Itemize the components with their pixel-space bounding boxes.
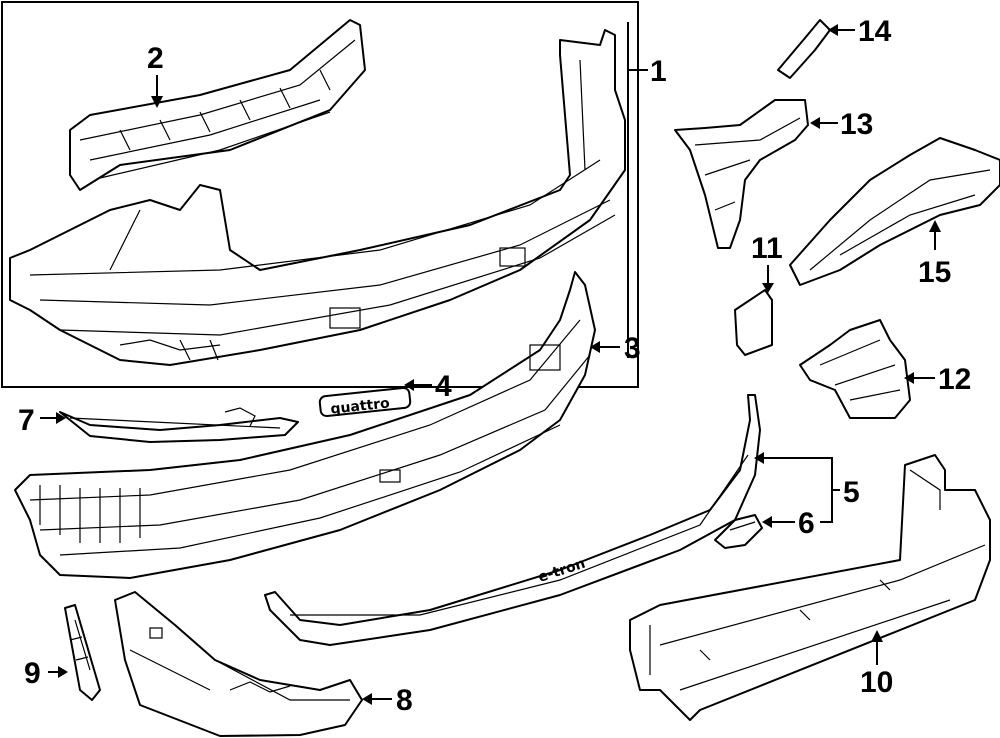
- part-15-guide-bracket[interactable]: [789, 137, 1000, 286]
- part-13-side-bracket[interactable]: [674, 99, 809, 249]
- leader-lines: [40, 22, 941, 705]
- callout-10: 10: [860, 666, 893, 699]
- part-9-bracket[interactable]: [64, 604, 101, 701]
- callout-2: 2: [147, 42, 164, 75]
- emblem-lettering: quattro: [330, 395, 391, 417]
- part-10-reinforcement[interactable]: [629, 454, 991, 721]
- callout-1: 1: [650, 55, 667, 88]
- callout-3: 3: [624, 332, 641, 365]
- assembly-box: [1, 1, 639, 388]
- part-4-emblem[interactable]: quattro: [318, 386, 412, 418]
- callout-14: 14: [858, 15, 892, 48]
- part-14-clip[interactable]: [777, 19, 831, 79]
- part-11-cover[interactable]: [734, 289, 773, 356]
- part-5-diffuser[interactable]: e-tron: [264, 394, 761, 646]
- callout-15: 15: [918, 256, 951, 289]
- part-6-bracket[interactable]: [714, 514, 763, 549]
- part-3-bumper-panel[interactable]: [14, 271, 596, 579]
- callout-9: 9: [24, 657, 41, 690]
- part-2-absorber[interactable]: [69, 19, 366, 191]
- callout-5: 5: [843, 476, 860, 509]
- part-7-trim-strip[interactable]: [59, 407, 299, 443]
- part-12-mount[interactable]: [799, 319, 911, 419]
- callout-4: 4: [435, 370, 452, 403]
- callout-6: 6: [798, 507, 815, 540]
- callout-11: 11: [751, 232, 783, 265]
- part-1-bumper-cover[interactable]: [9, 29, 626, 366]
- part-8-corner-trim[interactable]: [114, 591, 363, 737]
- callout-12: 12: [938, 363, 971, 396]
- callout-13: 13: [840, 108, 873, 141]
- callout-8: 8: [396, 684, 413, 717]
- callout-7: 7: [18, 404, 35, 437]
- callout-numbers: 1 2 3 4 5 6 7 8 9 10 11 12 13 14 15: [18, 15, 971, 717]
